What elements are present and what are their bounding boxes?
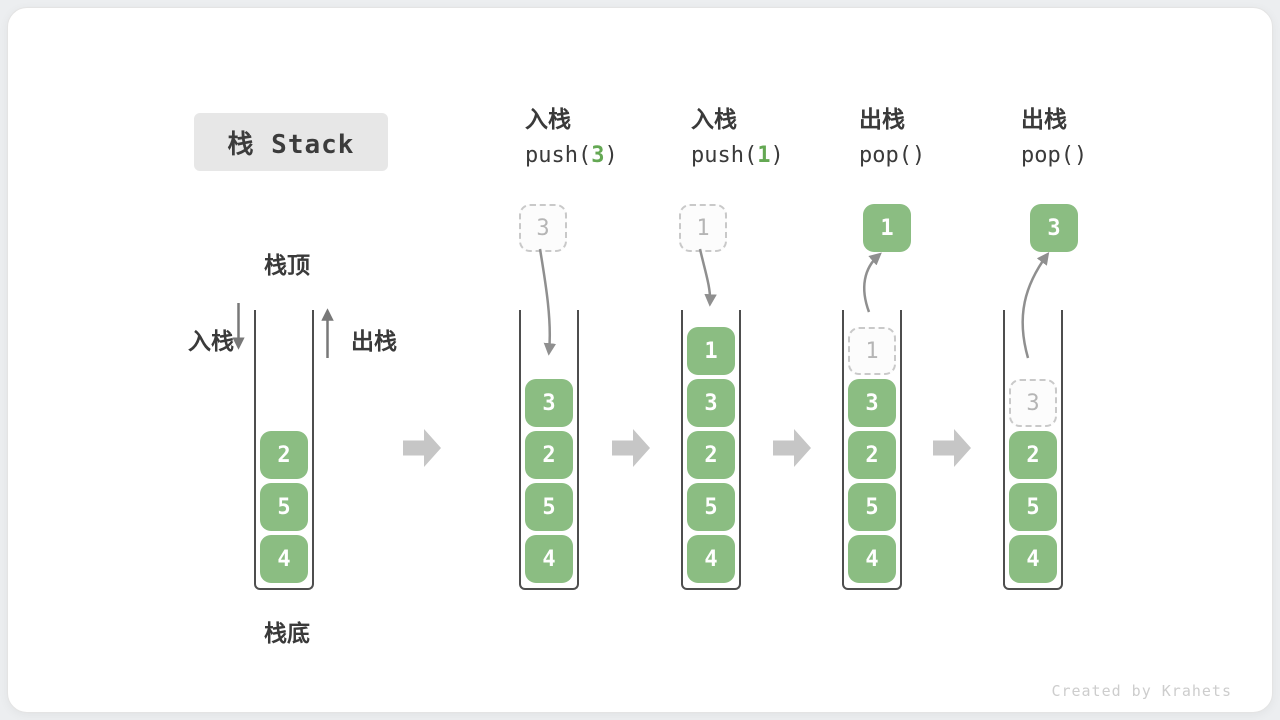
code-arg: 3: [591, 143, 605, 168]
floating-value-text: 3: [1047, 215, 1061, 241]
op-label: 入栈: [525, 107, 571, 133]
push-side-label: 入栈: [188, 329, 234, 355]
op-code: push(3): [525, 141, 618, 171]
op-label: 出栈: [1021, 107, 1067, 133]
stack-cell: 4: [260, 535, 308, 583]
stack-cell: 2: [687, 431, 735, 479]
stack-frame-initial: 2 5 4: [254, 310, 314, 590]
stack-frame-after-push-1: 1 3 2 5 4: [681, 310, 741, 590]
stack-cell: 4: [525, 535, 573, 583]
step-header-pop-1: 出栈 pop(): [859, 104, 925, 171]
code-pre: push(: [525, 143, 592, 168]
code-post: ): [604, 143, 618, 168]
stack-cell: 3: [848, 379, 896, 427]
stack-cell: 2: [848, 431, 896, 479]
stack-cell: 5: [848, 483, 896, 531]
stack-cell: 5: [1009, 483, 1057, 531]
stack-cell-ghost: 1: [848, 327, 896, 375]
code-pre: pop(): [1021, 143, 1088, 168]
op-code: push(1): [691, 141, 784, 171]
stack-cell: 2: [1009, 431, 1057, 479]
code-arg: 1: [757, 143, 771, 168]
stack-frame-after-pop-1: 1 3 2 5 4: [842, 310, 902, 590]
op-code: pop(): [859, 141, 925, 171]
stack-cell: 3: [687, 379, 735, 427]
code-post: ): [770, 143, 784, 168]
floating-value-text: 1: [880, 215, 894, 241]
stack-cell: 5: [687, 483, 735, 531]
floating-value-text: 1: [696, 215, 710, 241]
stack-cell: 4: [848, 535, 896, 583]
floating-value-push-3: 3: [519, 204, 567, 252]
pop-side-label: 出栈: [351, 329, 397, 355]
step-header-pop-3: 出栈 pop(): [1021, 104, 1087, 171]
stack-frame-after-push-3: 3 2 5 4: [519, 310, 579, 590]
stack-cell: 1: [687, 327, 735, 375]
stack-cell-ghost: 3: [1009, 379, 1057, 427]
floating-value-text: 3: [536, 215, 550, 241]
op-label: 入栈: [691, 107, 737, 133]
code-pre: push(: [691, 143, 758, 168]
stack-cell: 4: [687, 535, 735, 583]
stack-cell: 2: [525, 431, 573, 479]
stack-cell: 4: [1009, 535, 1057, 583]
op-code: pop(): [1021, 141, 1087, 171]
op-label: 出栈: [859, 107, 905, 133]
stack-bottom-label: 栈底: [264, 621, 310, 647]
step-header-push-1: 入栈 push(1): [691, 104, 784, 171]
stack-cell: 5: [525, 483, 573, 531]
stack-cell: 2: [260, 431, 308, 479]
watermark-credit: Created by Krahets: [1051, 682, 1232, 700]
code-pre: pop(): [859, 143, 926, 168]
step-header-push-3: 入栈 push(3): [525, 104, 618, 171]
title-text: 栈 Stack: [227, 129, 355, 160]
diagram-canvas: 栈 Stack 入栈 push(3) 入栈 push(1) 出栈 pop() 出…: [7, 7, 1273, 713]
floating-value-pop-3: 3: [1030, 204, 1078, 252]
stack-frame-after-pop-3: 3 2 5 4: [1003, 310, 1063, 590]
stack-cell: 3: [525, 379, 573, 427]
stack-cell: 5: [260, 483, 308, 531]
stack-top-label: 栈顶: [264, 253, 310, 279]
title-badge: 栈 Stack: [194, 113, 388, 171]
floating-value-pop-1: 1: [863, 204, 911, 252]
floating-value-push-1: 1: [679, 204, 727, 252]
